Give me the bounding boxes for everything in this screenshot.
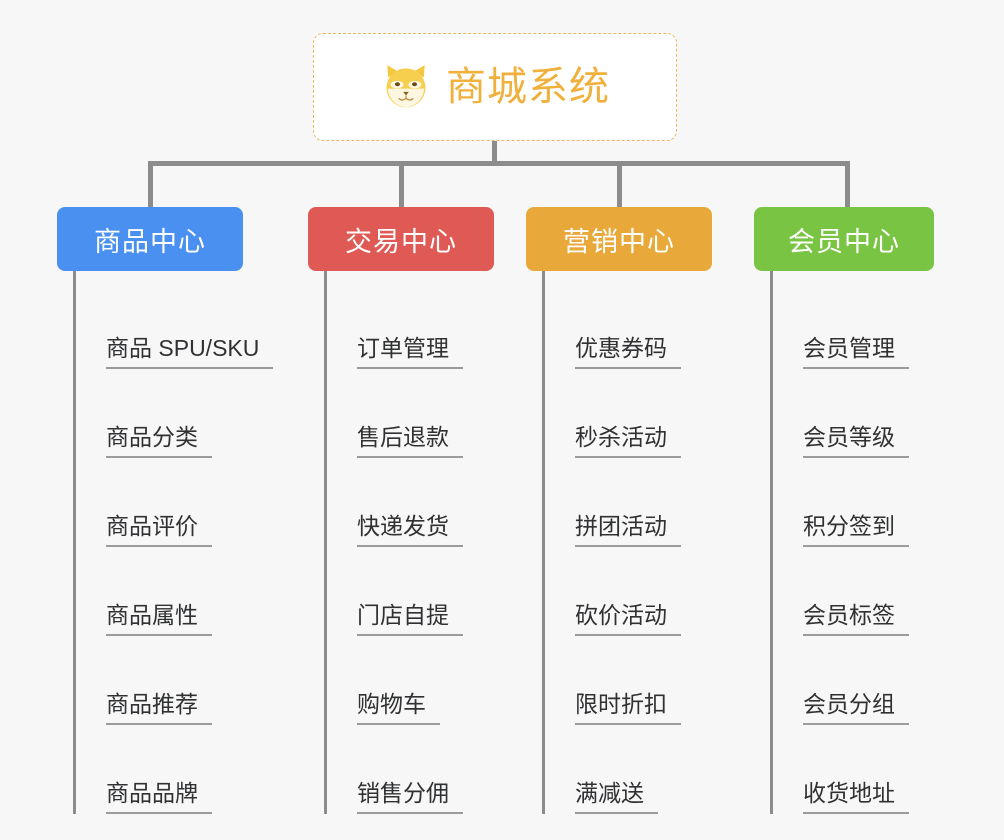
list-item[interactable]: 优惠券码 xyxy=(545,280,740,369)
leaf-label: 商品品牌 xyxy=(106,781,212,814)
leaf-label: 商品属性 xyxy=(106,603,212,636)
leaf-label: 快递发货 xyxy=(357,514,463,547)
list-item[interactable]: 限时折扣 xyxy=(545,636,740,725)
leaf-label: 订单管理 xyxy=(357,336,463,369)
leaf-label: 会员分组 xyxy=(803,692,909,725)
leaf-list-1: 商品 SPU/SKU 商品分类 商品评价 商品属性 商品推荐 商品品牌 xyxy=(73,271,307,814)
leaf-label: 会员等级 xyxy=(803,425,909,458)
category-label-2: 交易中心 xyxy=(345,226,457,257)
list-item[interactable]: 快递发货 xyxy=(327,458,522,547)
category-label-3: 营销中心 xyxy=(563,226,675,257)
leaf-label: 积分签到 xyxy=(803,514,909,547)
branch-column-3: 营销中心 优惠券码 秒杀活动 拼团活动 砍价活动 限时折扣 满减送 xyxy=(526,207,740,814)
list-item[interactable]: 商品分类 xyxy=(76,369,307,458)
leaf-label: 商品推荐 xyxy=(106,692,212,725)
category-label-1: 商品中心 xyxy=(94,226,206,257)
list-item[interactable]: 满减送 xyxy=(545,725,740,814)
leaf-label: 销售分佣 xyxy=(357,781,463,814)
connector-drop-2 xyxy=(399,161,404,207)
list-item[interactable]: 会员管理 xyxy=(773,280,968,369)
list-item[interactable]: 收货地址 xyxy=(773,725,968,814)
connector-drop-1 xyxy=(148,161,153,207)
branch-column-4: 会员中心 会员管理 会员等级 积分签到 会员标签 会员分组 收货地址 xyxy=(754,207,968,814)
branch-column-2: 交易中心 订单管理 售后退款 快递发货 门店自提 购物车 销售分佣 xyxy=(308,207,522,814)
list-item[interactable]: 商品属性 xyxy=(76,547,307,636)
category-header-1[interactable]: 商品中心 xyxy=(57,207,243,271)
leaf-label: 购物车 xyxy=(357,692,440,725)
leaf-label: 收货地址 xyxy=(803,781,909,814)
leaf-label: 商品评价 xyxy=(106,514,212,547)
list-item[interactable]: 售后退款 xyxy=(327,369,522,458)
list-item[interactable]: 商品 SPU/SKU xyxy=(76,280,307,369)
list-item[interactable]: 商品品牌 xyxy=(76,725,307,814)
leaf-label: 商品 SPU/SKU xyxy=(106,336,274,369)
shiba-dog-face-icon xyxy=(380,61,432,113)
list-item[interactable]: 会员分组 xyxy=(773,636,968,725)
leaf-label: 会员管理 xyxy=(803,336,909,369)
connector-root-stem xyxy=(492,141,497,165)
list-item[interactable]: 砍价活动 xyxy=(545,547,740,636)
root-node[interactable]: 商城系统 xyxy=(313,33,677,141)
leaf-label: 砍价活动 xyxy=(575,603,681,636)
category-header-4[interactable]: 会员中心 xyxy=(754,207,934,271)
list-item[interactable]: 秒杀活动 xyxy=(545,369,740,458)
leaf-label: 优惠券码 xyxy=(575,336,681,369)
list-item[interactable]: 购物车 xyxy=(327,636,522,725)
leaf-list-3: 优惠券码 秒杀活动 拼团活动 砍价活动 限时折扣 满减送 xyxy=(542,271,740,814)
category-header-2[interactable]: 交易中心 xyxy=(308,207,494,271)
connector-drop-3 xyxy=(617,161,622,207)
list-item[interactable]: 商品推荐 xyxy=(76,636,307,725)
list-item[interactable]: 拼团活动 xyxy=(545,458,740,547)
category-label-4: 会员中心 xyxy=(788,226,900,257)
leaf-label: 拼团活动 xyxy=(575,514,681,547)
list-item[interactable]: 销售分佣 xyxy=(327,725,522,814)
leaf-label: 商品分类 xyxy=(106,425,212,458)
list-item[interactable]: 会员等级 xyxy=(773,369,968,458)
list-item[interactable]: 订单管理 xyxy=(327,280,522,369)
connector-horizontal-bar xyxy=(148,161,850,166)
list-item[interactable]: 商品评价 xyxy=(76,458,307,547)
leaf-label: 门店自提 xyxy=(357,603,463,636)
leaf-label: 售后退款 xyxy=(357,425,463,458)
leaf-label: 限时折扣 xyxy=(575,692,681,725)
root-title: 商城系统 xyxy=(446,65,610,109)
list-item[interactable]: 积分签到 xyxy=(773,458,968,547)
leaf-label: 满减送 xyxy=(575,781,658,814)
list-item[interactable]: 会员标签 xyxy=(773,547,968,636)
connector-drop-4 xyxy=(845,161,850,207)
leaf-label: 秒杀活动 xyxy=(575,425,681,458)
branch-column-1: 商品中心 商品 SPU/SKU 商品分类 商品评价 商品属性 商品推荐 商品品牌 xyxy=(57,207,307,814)
leaf-label: 会员标签 xyxy=(803,603,909,636)
list-item[interactable]: 门店自提 xyxy=(327,547,522,636)
category-header-3[interactable]: 营销中心 xyxy=(526,207,712,271)
leaf-list-2: 订单管理 售后退款 快递发货 门店自提 购物车 销售分佣 xyxy=(324,271,522,814)
leaf-list-4: 会员管理 会员等级 积分签到 会员标签 会员分组 收货地址 xyxy=(770,271,968,814)
